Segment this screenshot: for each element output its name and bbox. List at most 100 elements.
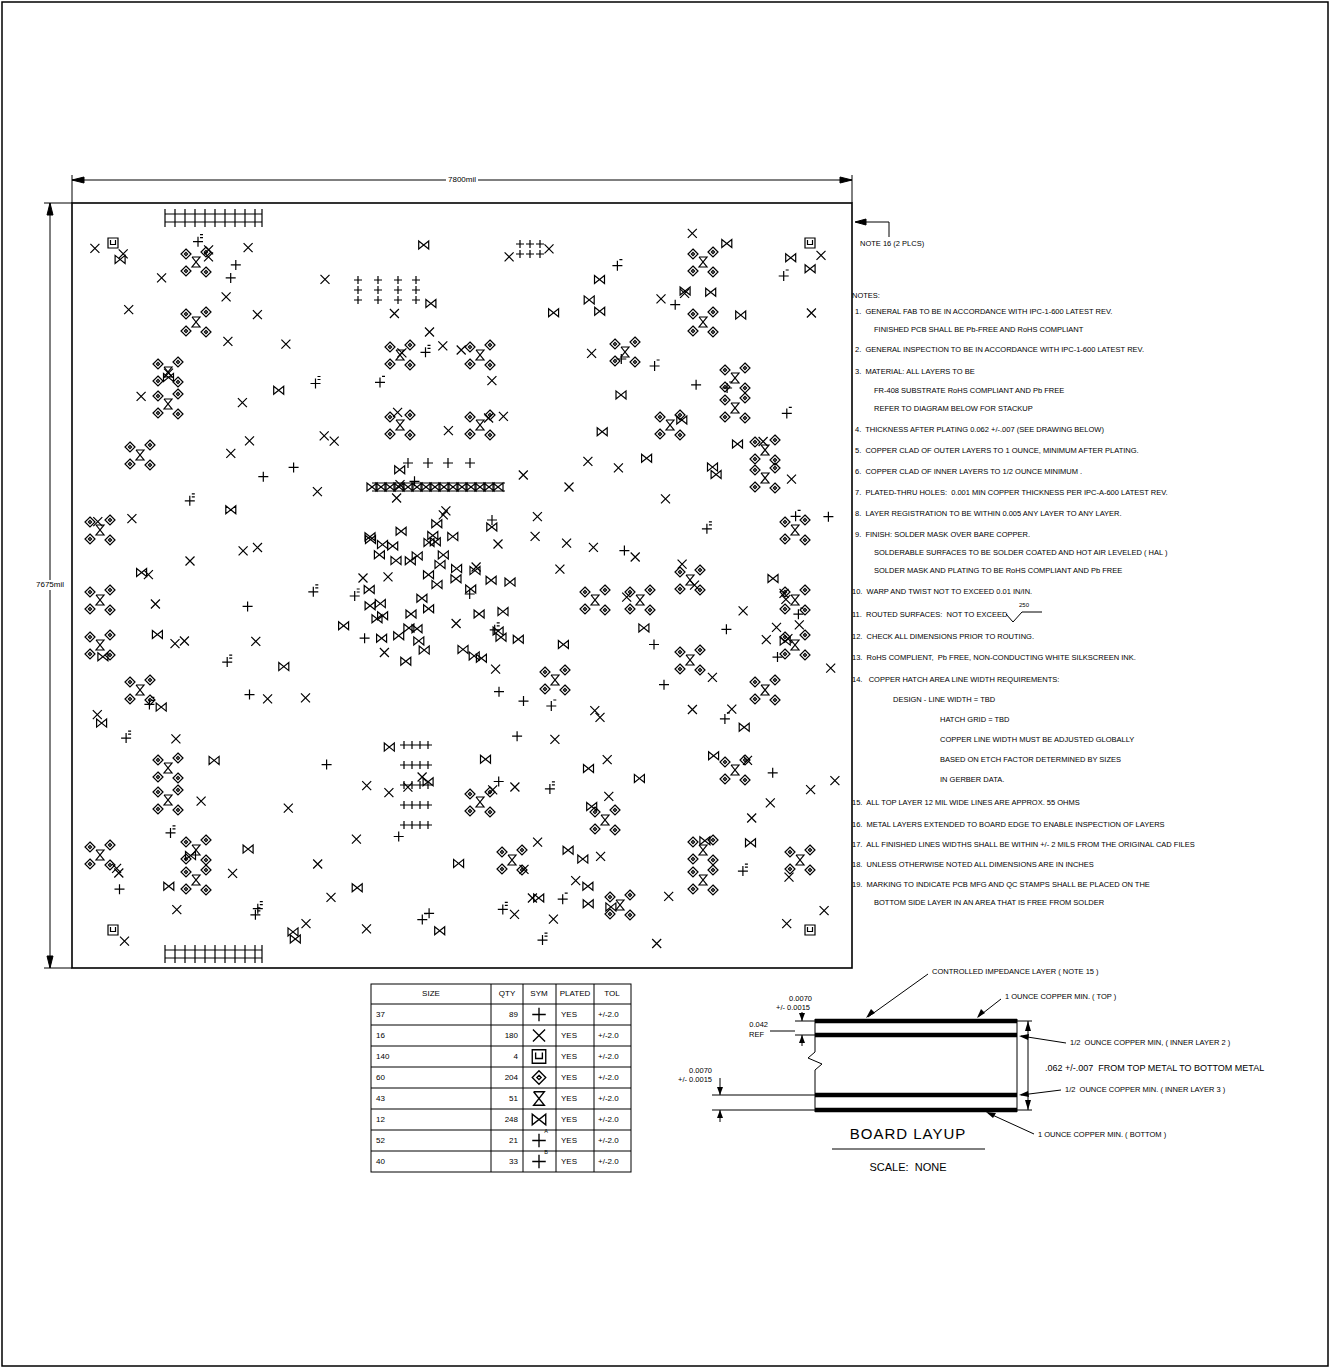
table-cell: YES	[561, 1158, 577, 1166]
drill-symbol	[372, 615, 382, 623]
drill-symbol	[374, 276, 382, 284]
drill-symbol	[181, 884, 191, 894]
drill-symbol	[642, 454, 652, 462]
drill-symbol	[281, 340, 290, 349]
table-symbol	[532, 1114, 546, 1125]
table-cell: 12	[376, 1116, 385, 1124]
drill-symbol	[112, 864, 121, 873]
drill-symbol	[408, 741, 416, 749]
drill-symbol	[394, 632, 404, 640]
drill-symbol	[465, 342, 475, 352]
note-text: 16. METAL LAYERS EXTENDED TO BOARD EDGE …	[852, 821, 1165, 829]
table-cell: +/-2.0	[598, 1158, 619, 1166]
drill-symbol	[675, 647, 685, 657]
drill-symbol	[485, 360, 495, 370]
drill-symbol	[740, 383, 750, 393]
drill-symbol	[153, 376, 163, 386]
drill-symbol	[761, 685, 769, 695]
drill-symbol	[520, 865, 529, 874]
drill-symbol	[172, 905, 181, 914]
drill-symbol	[384, 743, 394, 751]
drill-symbol	[192, 257, 200, 267]
drill-symbol	[731, 373, 739, 383]
drill-symbol	[519, 471, 528, 480]
drill-symbol	[476, 350, 484, 360]
drill-symbol	[616, 354, 626, 364]
drill-symbol	[688, 867, 698, 877]
drill-symbol	[731, 403, 739, 413]
drill-symbol	[534, 894, 544, 902]
drill-symbol	[192, 875, 200, 885]
drill-symbol	[485, 410, 495, 420]
drill-symbol	[621, 347, 629, 357]
drill-symbol	[93, 517, 102, 526]
note-text: FR-408 SUBSTRATE RoHS COMPLIANT AND Pb F…	[874, 387, 1064, 395]
drill-symbol	[239, 546, 248, 555]
table-cell: YES	[561, 1116, 577, 1124]
drill-symbol	[517, 865, 527, 875]
drill-symbol	[675, 584, 685, 594]
drill-symbol	[396, 527, 406, 535]
drill-symbol	[322, 760, 332, 770]
layup-label: +/- 0.0015	[678, 1076, 712, 1084]
drill-symbol	[374, 296, 382, 304]
drill-symbol	[416, 741, 424, 749]
drill-symbol	[421, 345, 431, 357]
table-cell: 33	[509, 1158, 518, 1166]
drill-table-grid	[371, 984, 631, 1172]
drill-symbol	[384, 788, 393, 797]
drill-symbol	[406, 610, 416, 618]
drill-symbol	[417, 594, 427, 602]
note-text: HATCH GRID = TBD	[940, 716, 1010, 724]
drill-symbol	[688, 326, 698, 336]
drill-symbol	[201, 267, 211, 277]
drill-symbol	[536, 250, 544, 258]
table-cell: +/-2.0	[598, 1032, 619, 1040]
note-text: REFER TO DIAGRAM BELOW FOR STACKUP	[874, 405, 1033, 413]
drill-symbol	[494, 540, 503, 549]
drill-symbol	[151, 600, 160, 609]
drill-symbol	[659, 680, 669, 690]
table-header: SYM	[530, 990, 547, 998]
drill-symbol	[785, 847, 795, 857]
drill-symbol	[125, 677, 135, 687]
connector-footprint	[184, 945, 185, 963]
drill-symbol	[400, 761, 408, 769]
connector-footprint	[194, 209, 195, 227]
drill-symbol	[470, 567, 480, 575]
drill-symbol	[625, 587, 635, 597]
drill-symbol	[164, 882, 174, 890]
connector-footprint	[254, 945, 255, 963]
drill-symbol	[448, 533, 458, 541]
connector-footprint	[244, 209, 245, 227]
drill-symbol	[551, 675, 559, 685]
drill-symbol	[750, 677, 760, 687]
drill-symbol	[321, 275, 330, 284]
drill-symbol	[540, 684, 550, 694]
note-text: 14. COPPER HATCH AREA LINE WIDTH REQUIRE…	[852, 676, 1059, 684]
drill-symbol	[699, 317, 707, 327]
drill-symbol	[222, 655, 232, 667]
drill-symbol	[385, 359, 395, 369]
table-symbol	[532, 1134, 546, 1148]
drill-symbol	[787, 475, 796, 484]
drill-symbol	[397, 348, 406, 357]
drill-symbol	[780, 637, 790, 645]
drill-symbol	[805, 238, 815, 248]
drill-symbol	[173, 773, 183, 783]
drill-symbol	[616, 900, 624, 910]
drill-symbol	[452, 565, 462, 573]
drill-symbol	[173, 377, 183, 387]
note-text: 7. PLATED-THRU HOLES: 0.001 MIN COPPER T…	[855, 489, 1168, 497]
drill-symbol	[800, 535, 810, 545]
note-text: 8. LAYER REGISTRATION TO BE WITHIN 0.005…	[855, 510, 1122, 518]
drill-symbol	[481, 755, 491, 763]
drill-symbol	[424, 538, 434, 546]
drill-symbol	[826, 664, 835, 673]
table-symbol	[532, 1071, 546, 1085]
connector-footprint	[261, 209, 262, 227]
drill-symbol	[487, 515, 497, 525]
drill-symbol	[722, 240, 732, 248]
drill-symbol	[805, 265, 815, 273]
drill-symbol	[493, 483, 503, 491]
